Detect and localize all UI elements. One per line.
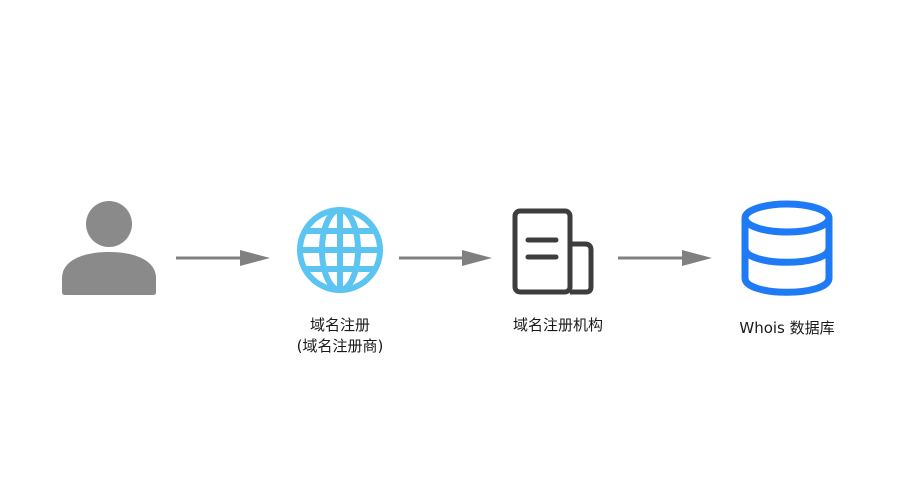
whois-label: Whois 数据库 [739, 319, 835, 337]
registry-label: 域名注册机构 [512, 316, 604, 334]
globe-icon [297, 207, 383, 293]
registrar-label-main: 域名注册 [309, 316, 370, 334]
document-icon [512, 208, 594, 295]
person-icon [62, 201, 156, 295]
database-icon [741, 200, 833, 296]
registrar-label-sub: (域名注册商) [296, 337, 384, 355]
arrow-registrar-to-registry [399, 250, 492, 266]
arrow-registry-to-whois [618, 250, 712, 266]
registrar-label: 域名注册 (域名注册商) [297, 315, 384, 357]
arrow-user-to-registrar [176, 250, 270, 266]
